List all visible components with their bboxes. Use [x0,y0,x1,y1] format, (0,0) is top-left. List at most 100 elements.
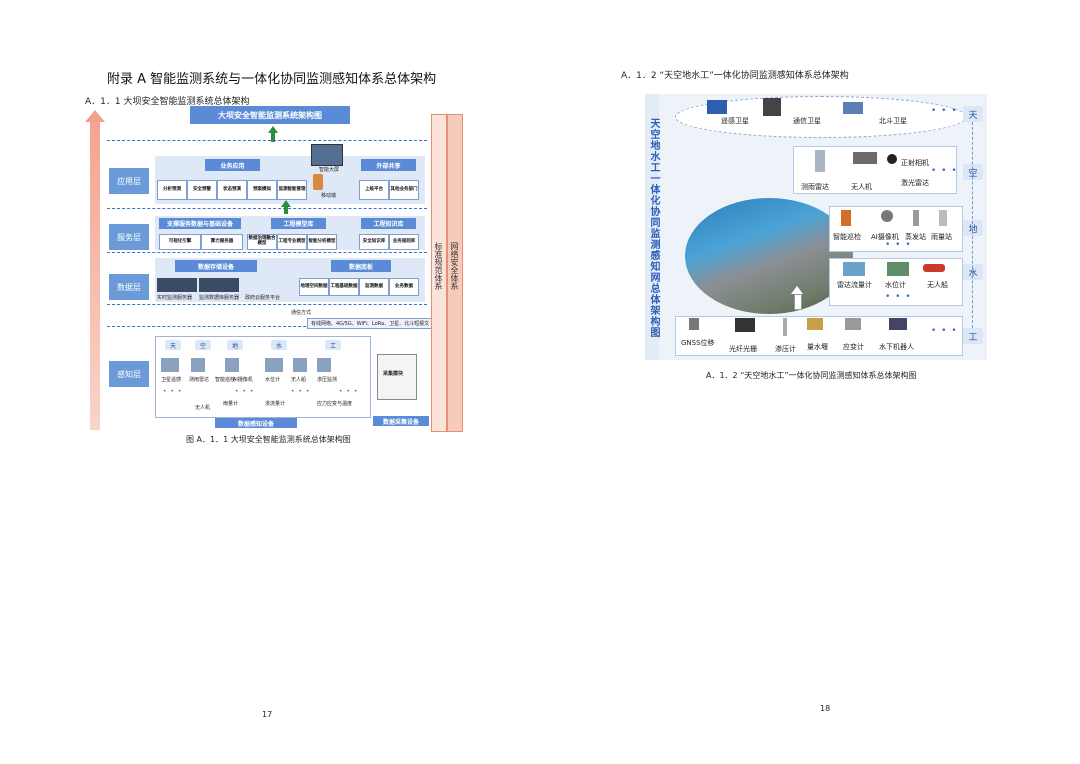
weir-image [807,318,823,330]
sense-item-6: 雨量计 [223,401,239,407]
layer-service: 服务层 [109,224,149,250]
tab-air: 空 [195,340,211,350]
right-diagram: 天空地水工一体化协同监测感知网总体架构图 遥感卫星 通信卫星 北斗卫星 • • … [645,94,987,360]
server-2 [199,278,239,292]
project-more: • • • [931,326,958,336]
right-page-number: 18 [820,704,831,713]
standard-column [431,114,447,432]
ground-item-1: 智能巡检 [833,233,861,241]
sense-item-4: 智能巡检 [215,377,236,383]
fiber-image [735,318,755,332]
sense-item-1: 卫星遥感 [161,377,182,383]
sense-item-9: 渗流量计 [265,401,286,407]
sense-item-3: 无人机 [195,405,211,411]
cell-eng-model: 工程专业模型 [277,234,307,250]
cell-warning: 安全预警 [187,180,217,200]
water-more: • • • [885,292,912,302]
tag-ground: 地 [963,220,983,236]
layer-data: 数据层 [109,274,149,300]
ground-item-2: AI摄像机 [871,233,899,241]
server-label-3: 政府云服务平台 [245,295,281,301]
tab-sky: 天 [165,340,181,350]
cell-state: 状态预演 [217,180,247,200]
evap-image [913,210,919,226]
sense-item-11: 应力应变与温度 [317,401,353,407]
right-section-title: A．1．2 “天空地水工”一体化协同监测感知体系总体架构 [621,71,849,81]
piezo-image [783,318,787,336]
gnss-image [689,318,699,330]
more-dots-3: • • • [291,388,311,395]
sensor-camera-image [225,358,239,372]
knowledge-lib-bar: 工程知识库 [361,218,416,229]
tag-project: 工 [963,328,983,344]
radar-image [815,150,825,172]
sensor-radar-image [191,358,205,372]
vertical-title-strip [645,94,659,360]
more-dots-2: • • • [235,388,255,395]
smart-screen-image [311,144,343,166]
vertical-title: 天空地水工一体化协同监测感知网总体架构图 [648,118,659,338]
air-more: • • • [931,166,958,176]
cell-upper-platform: 上级平台 [359,180,389,200]
ai-cam-image [881,210,893,222]
boat-image [923,264,945,272]
project-item-3: 渗压计 [775,345,796,353]
rain-image [939,210,947,226]
left-page-number: 17 [262,710,273,719]
water-item-2: 水位计 [885,281,906,289]
collect-module-label: 采集模块 [383,371,404,377]
tab-water: 水 [271,340,287,350]
radar-flow-image [843,262,865,276]
server-1 [157,278,197,292]
tab-project: 工 [325,340,341,350]
sense-item-2: 测雨雷达 [189,377,210,383]
tag-dashed-line [972,122,973,328]
sense-item-5: AI摄像机 [233,377,253,383]
water-item-1: 雷达流量计 [837,281,872,289]
cell-fusion-model: 数据治理融合模型 [247,234,277,250]
project-item-5: 应变计 [843,343,864,351]
right-caption: A．1．2 “天空地水工”一体化协同监测感知体系总体架构图 [706,371,917,380]
project-item-6: 水下机器人 [879,343,914,351]
cell-monitor-data: 监测数据 [359,278,389,296]
cell-compute: 算力服务器 [201,234,243,250]
more-dots-4: • • • [339,388,359,395]
drone-image [853,152,877,164]
biz-app-bar: 业务应用 [205,159,260,171]
ground-item-3: 蒸发站 [905,233,926,241]
strain-image [845,318,861,330]
mobile-label: 移动端 [321,193,337,199]
cell-safety-kb: 安全知识库 [359,234,389,250]
security-column-label: 网络安全体系 [450,242,459,290]
network-label: 通信方式 [291,310,312,316]
satellite-3-image [843,102,863,114]
water-item-3: 无人船 [927,281,948,289]
sensor-boat-image [293,358,307,372]
satellite-1-image [707,100,727,114]
layer-perception: 感知层 [109,361,149,387]
cell-eng-data: 工程基础数据 [329,278,359,296]
cell-rule-lib: 业务规则库 [389,234,419,250]
server-label-2: 监测数据库服务器 [199,295,240,301]
sky-item-3: 北斗卫星 [879,117,907,125]
sensor-satellite-image [161,358,179,372]
cell-biz-data: 业务数据 [389,278,419,296]
left-caption: 图 A．1．1 大坝安全智能监测系统总体架构图 [186,435,351,444]
more-dots-1: • • • [163,388,183,395]
cell-other-dept: 其他业务部门 [389,180,419,200]
left-heading: 附录 A 智能监测系统与一体化协同监测感知体系总体架构 [107,72,437,87]
inspect-image [841,210,851,226]
storage-bar: 数据存储设备 [175,260,257,272]
tab-ground: 地 [227,340,243,350]
cell-vis-engine: 可视化引擎 [159,234,201,250]
cell-forecast: 分析预测 [157,180,187,200]
ground-item-4: 雨量站 [931,233,952,241]
standard-column-label: 标准规范体系 [434,242,443,290]
smart-screen-label: 智能大屏 [319,167,340,173]
model-lib-bar: 工程模型库 [271,218,326,229]
tag-air: 空 [963,164,983,180]
mobile-image [313,174,323,190]
cell-ai-model: 智能分析模型 [307,234,337,250]
sensor-water-image [265,358,283,372]
dam-arrow-icon [791,286,803,310]
